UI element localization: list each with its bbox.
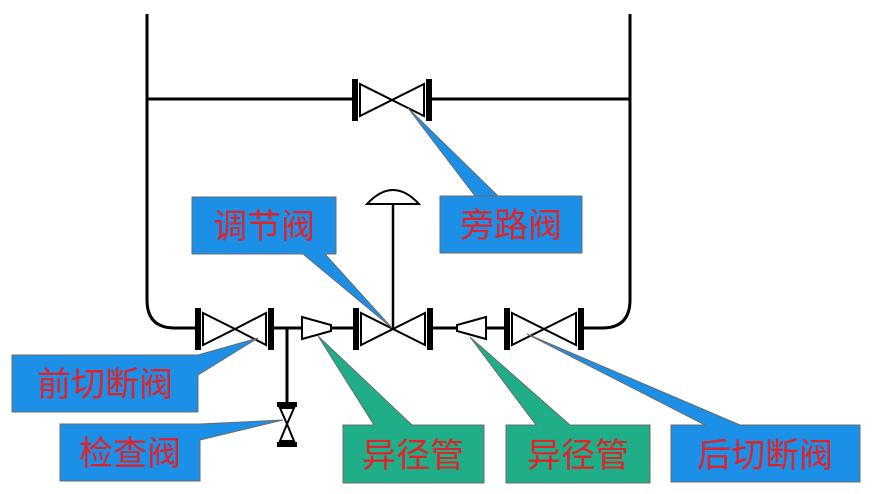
check-valve-symbol (277, 402, 297, 447)
reducer-right-symbol (456, 315, 487, 341)
label-check-valve: 检查阀 (79, 434, 181, 474)
callout-front-shutoff-valve: 前切断阀 (11, 337, 259, 413)
pipework (145, 14, 632, 404)
front-shutoff-valve-symbol (195, 308, 274, 350)
label-reducer-left: 异径管 (362, 436, 464, 476)
label-rear-shutoff-valve: 后切断阀 (697, 436, 833, 476)
callout-reducer-right: 异径管 (469, 336, 651, 484)
right-riser-pipe (582, 14, 632, 330)
callout-control-valve: 调节阀 (191, 196, 393, 329)
left-riser-pipe (145, 14, 197, 330)
control-valve-symbol (353, 189, 433, 350)
bypass-valve-symbol (352, 79, 432, 121)
label-control-valve: 调节阀 (213, 207, 315, 247)
callout-rear-shutoff-valve: 后切断阀 (526, 333, 861, 483)
reducer-left-symbol (301, 315, 332, 341)
callout-reducer-left: 异径管 (317, 335, 485, 484)
rear-shutoff-valve-symbol (504, 308, 584, 350)
callout-check-valve: 检查阀 (59, 419, 284, 482)
label-bypass-valve: 旁路阀 (460, 206, 562, 246)
label-reducer-right: 异径管 (527, 436, 629, 476)
callout-bypass-valve: 旁路阀 (407, 107, 583, 254)
actuator-dome (364, 189, 422, 205)
label-front-shutoff-valve: 前切断阀 (37, 365, 173, 405)
